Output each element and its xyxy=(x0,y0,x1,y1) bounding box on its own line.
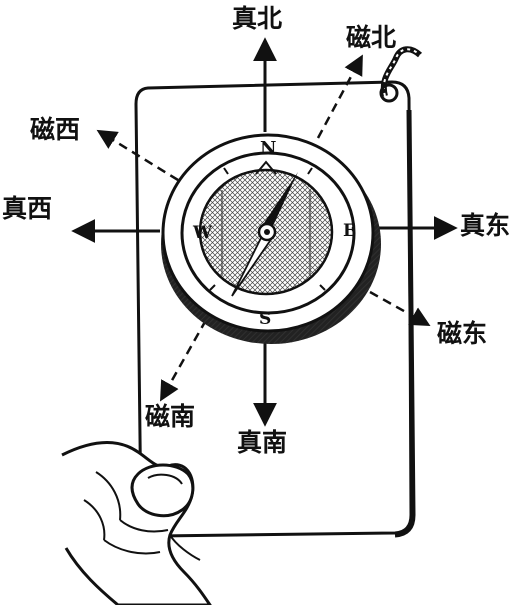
magnetic-south-label: 磁南 xyxy=(145,402,196,431)
compass-needle xyxy=(231,172,298,297)
holding-hand xyxy=(61,441,213,607)
true-south-label: 真南 xyxy=(237,428,288,457)
magnetic-west-label: 磁西 xyxy=(30,115,81,144)
dial-south-letter: S xyxy=(259,309,271,329)
magnetic-north-label: 磁北 xyxy=(346,23,397,52)
magnetic-west-arrow xyxy=(96,129,179,182)
magnetic-north-arrow xyxy=(316,54,363,139)
base-plate-shadow xyxy=(394,109,416,538)
dial-east-letter: E xyxy=(343,221,356,241)
true-east-label: 真东 xyxy=(460,211,511,240)
magnetic-east-arrow xyxy=(369,290,431,326)
true-north-label: 真北 xyxy=(232,4,283,33)
lanyard-icon xyxy=(379,46,423,103)
dial-west-letter: W xyxy=(192,223,213,243)
true-west-label: 真西 xyxy=(2,194,53,223)
magnetic-east-label: 磁东 xyxy=(437,319,488,348)
dial-north-letter: N xyxy=(260,138,276,159)
